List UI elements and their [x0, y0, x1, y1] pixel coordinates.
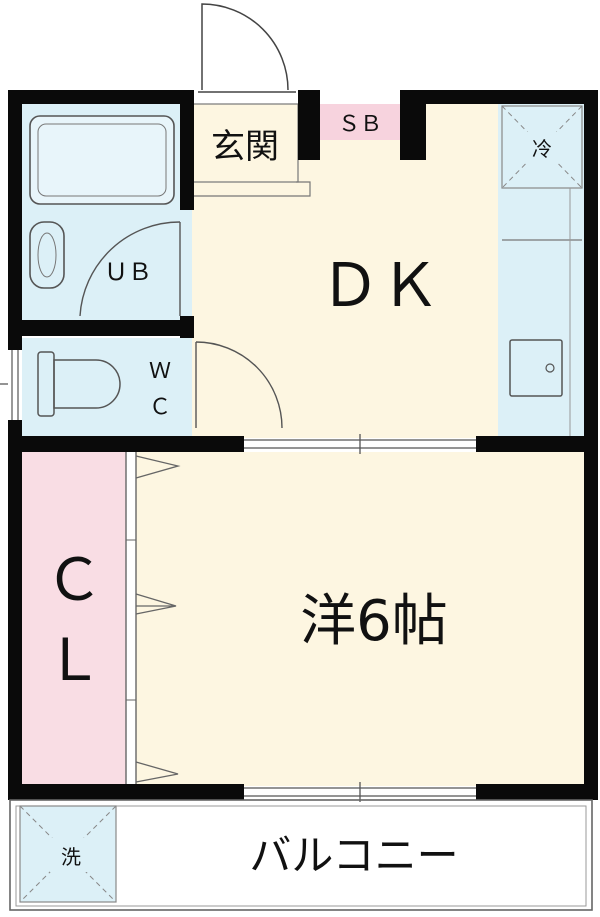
entrance-door-swing	[201, 3, 289, 91]
closet-door-marks	[135, 455, 181, 783]
toilet-door-swing	[195, 341, 283, 429]
bath-door-swing	[79, 221, 181, 317]
fridge-label: 冷	[532, 137, 552, 161]
fridge-label-bg	[524, 132, 560, 162]
unit-bath-label: ＵＢ	[104, 258, 152, 286]
balcony-label: バルコニー	[249, 831, 458, 880]
washer-label: 洗	[61, 845, 81, 869]
toilet-area	[22, 338, 192, 436]
western-room-area	[136, 452, 584, 786]
bathtub	[29, 115, 175, 205]
toilet-wall-window-gap	[8, 350, 22, 420]
dk-label: ＤＫ	[320, 251, 440, 321]
washer-box	[19, 805, 117, 903]
walls	[8, 90, 598, 800]
closet-label-l: Ｌ	[45, 626, 103, 694]
washbasin	[29, 221, 65, 289]
closet-label-c: Ｃ	[45, 546, 103, 614]
sliding-door-dk	[244, 434, 476, 454]
wc-label-c: Ｃ	[149, 395, 171, 420]
dk-area	[192, 104, 498, 438]
balcony-outline	[9, 799, 593, 911]
sliding-door-balcony	[244, 782, 476, 802]
shoe-box-area	[320, 104, 400, 140]
genkan-label: 玄関	[211, 127, 279, 167]
western-room-label: 洋6帖	[300, 589, 448, 654]
toilet-bowl	[53, 359, 121, 409]
closet-area	[22, 452, 126, 786]
shoe-box-label: ＳＢ	[338, 112, 382, 137]
kitchen-sink	[509, 339, 563, 397]
washer-label-bg	[50, 838, 92, 872]
sink-drain	[545, 363, 555, 373]
wc-label-w: Ｗ	[149, 359, 171, 384]
